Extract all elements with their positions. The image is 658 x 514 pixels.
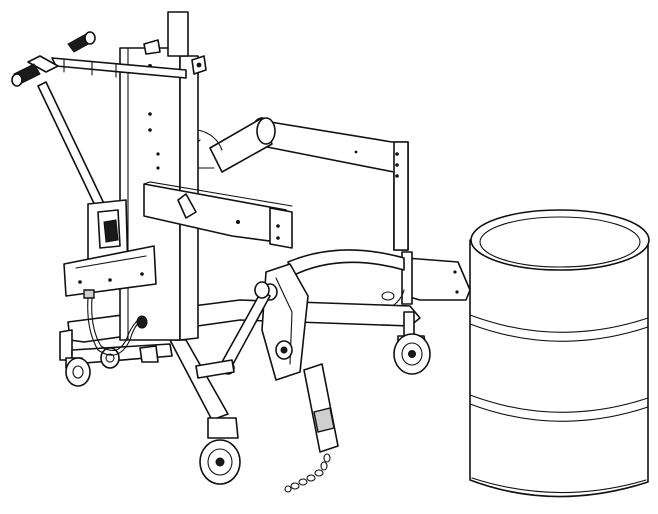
lift-mast — [119, 11, 223, 341]
steel-drum — [469, 209, 650, 498]
hydraulic-hose — [87, 297, 141, 356]
carriage-arm — [143, 181, 293, 249]
handle-grip-right — [67, 31, 96, 53]
rotation-gearbox — [261, 263, 309, 381]
caster-front — [199, 417, 241, 485]
caster-rear-left — [65, 357, 91, 387]
hydraulic-pump-unit — [63, 199, 157, 299]
caster-rear-mid — [100, 347, 120, 369]
pull-chain — [284, 453, 331, 493]
roller-tube — [191, 117, 276, 173]
chain-tube — [303, 363, 339, 453]
caster-right — [393, 333, 431, 375]
handle-grip-left — [11, 63, 41, 87]
crank-linkage — [195, 281, 271, 379]
drum-clamp-bracket — [401, 251, 471, 305]
hose-fitting — [136, 315, 148, 329]
